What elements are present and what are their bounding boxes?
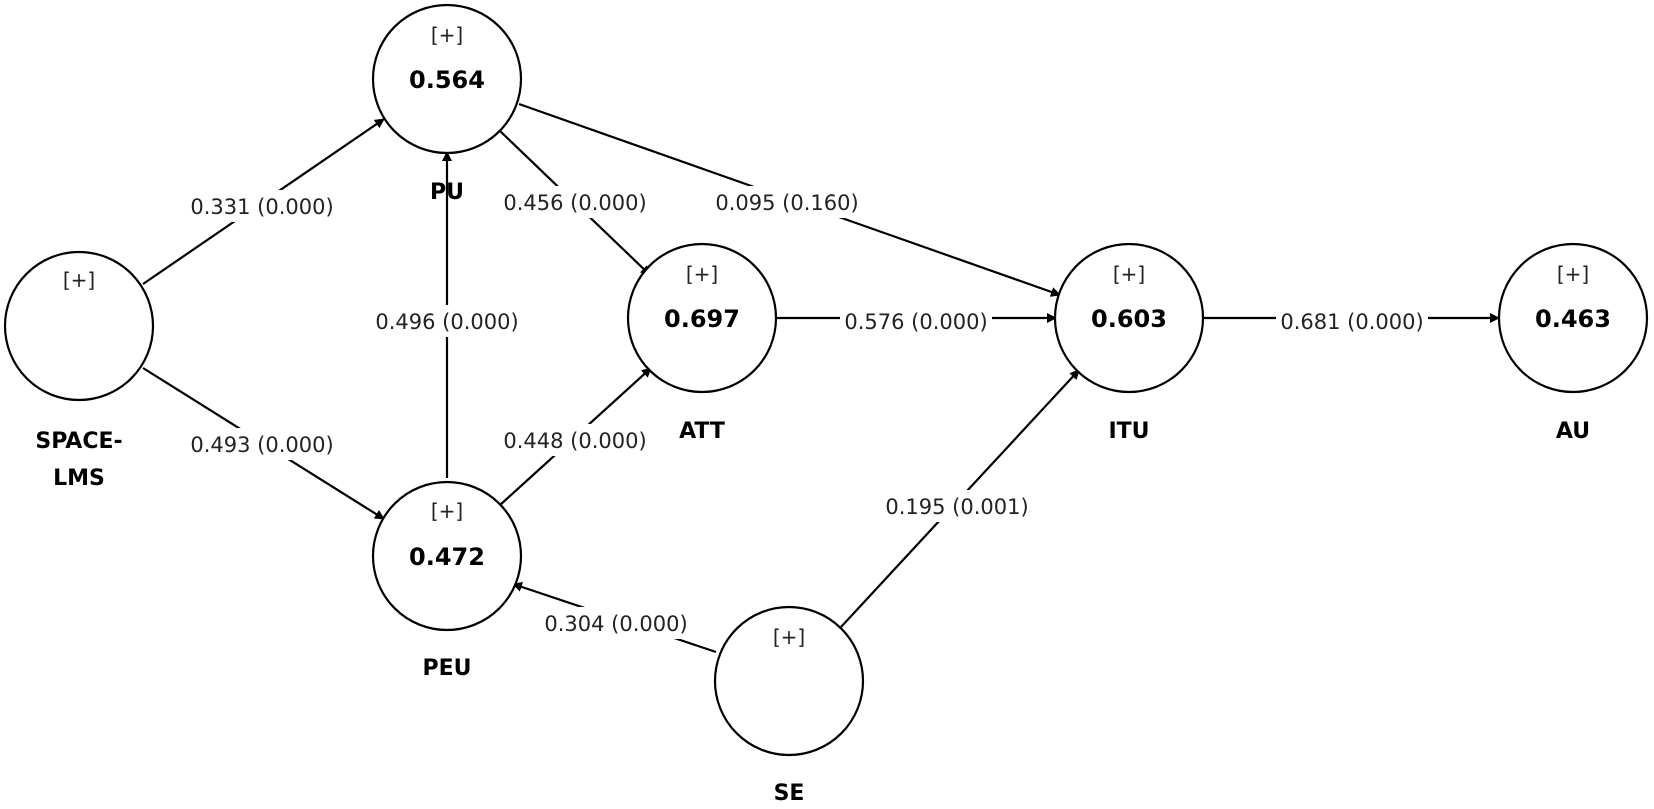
node-label-space-lms-line2: LMS [53, 466, 105, 491]
node-label-itu: ITU [1108, 419, 1149, 444]
node-se[interactable]: [+] SE [713, 605, 865, 806]
expand-marker[interactable]: [+] [1113, 262, 1145, 286]
edge-label-pu-att: 0.456 (0.000) [503, 191, 646, 215]
expand-marker[interactable]: [+] [63, 268, 95, 292]
expand-marker[interactable]: [+] [686, 262, 718, 286]
node-label-space-lms: SPACE- [35, 429, 122, 454]
node-value-pu: 0.564 [409, 66, 485, 94]
node-label-pu: PU [430, 180, 464, 205]
edge-label-space-lms-peu: 0.493 (0.000) [190, 433, 333, 457]
edge-label-itu-au: 0.681 (0.000) [1280, 310, 1423, 334]
node-label-att: ATT [679, 419, 725, 444]
node-att[interactable]: [+] 0.697 ATT [626, 242, 778, 444]
edge-label-se-peu: 0.304 (0.000) [544, 612, 687, 636]
edge-labels: 0.331 (0.000) 0.493 (0.000) 0.496 (0.000… [186, 186, 1428, 639]
edge-label-peu-att: 0.448 (0.000) [503, 429, 646, 453]
node-value-att: 0.697 [664, 305, 740, 333]
node-label-au: AU [1556, 419, 1590, 444]
expand-marker[interactable]: [+] [773, 625, 805, 649]
node-au[interactable]: [+] 0.463 AU [1497, 242, 1649, 444]
node-itu[interactable]: [+] 0.603 ITU [1053, 242, 1205, 444]
edge-label-se-itu: 0.195 (0.001) [885, 495, 1028, 519]
edge-label-pu-itu: 0.095 (0.160) [715, 191, 858, 215]
node-label-se: SE [774, 781, 805, 806]
node-space-lms[interactable]: [+] SPACE- LMS [3, 250, 155, 491]
node-peu[interactable]: [+] 0.472 PEU [371, 480, 523, 681]
edge-label-space-lms-pu: 0.331 (0.000) [190, 195, 333, 219]
node-value-peu: 0.472 [409, 543, 485, 571]
expand-marker[interactable]: [+] [1557, 262, 1589, 286]
node-label-peu: PEU [422, 656, 471, 681]
expand-marker[interactable]: [+] [431, 23, 463, 47]
node-value-itu: 0.603 [1091, 305, 1167, 333]
node-value-au: 0.463 [1535, 305, 1611, 333]
node-pu[interactable]: [+] 0.564 PU [371, 3, 523, 205]
expand-marker[interactable]: [+] [431, 499, 463, 523]
edge-label-peu-pu: 0.496 (0.000) [375, 310, 518, 334]
edge-label-att-itu: 0.576 (0.000) [844, 310, 987, 334]
